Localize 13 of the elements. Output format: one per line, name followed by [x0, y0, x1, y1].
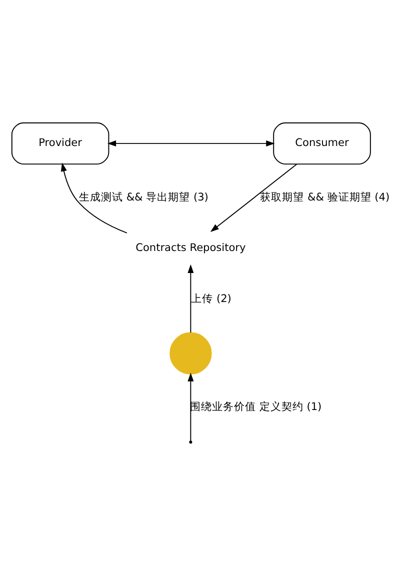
arrow [188, 264, 194, 334]
edge-label: 生成测试 && 导出期望 (3) [79, 191, 208, 204]
arrow [210, 164, 298, 232]
arrow [188, 372, 194, 442]
node-circle [170, 332, 212, 374]
edge-label: 上传 (2) [191, 292, 232, 305]
arrow [60, 162, 128, 234]
node-box: Provider [11, 122, 110, 165]
edge-label: 围绕业务价值 定义契约 (1) [190, 401, 322, 414]
node-box: Consumer [273, 122, 371, 165]
edge-label: 获取期望 && 验证期望 (4) [260, 191, 390, 204]
arrow [107, 140, 275, 146]
node-text: Contracts Repository [136, 242, 246, 254]
